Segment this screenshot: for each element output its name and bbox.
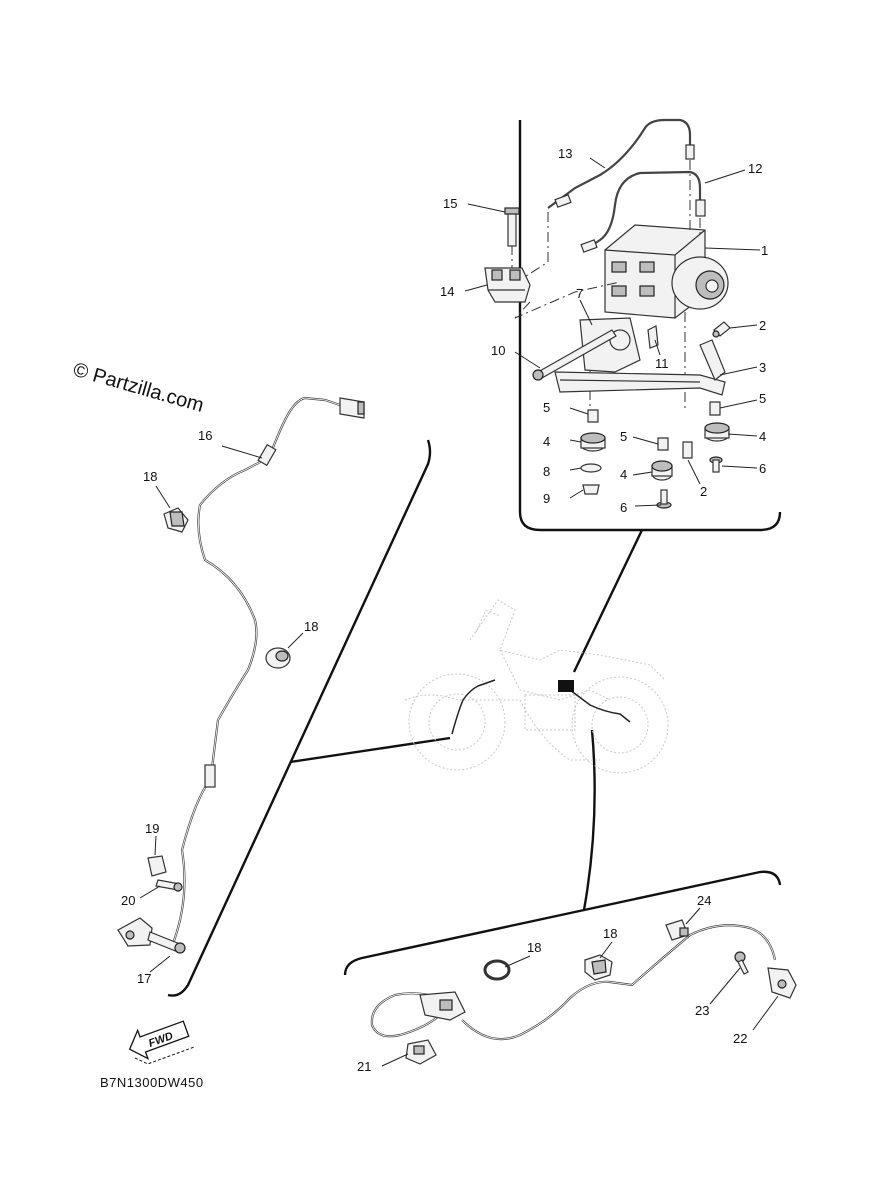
clamp-18-rear-left (483, 959, 511, 981)
callout-18: 18 (603, 926, 617, 941)
callout-9: 9 (543, 491, 550, 506)
pointer-line-rear (582, 729, 596, 911)
bolt-10 (532, 329, 617, 381)
callout-2: 2 (759, 318, 766, 333)
callout-22: 22 (733, 1031, 747, 1046)
clamp-18-front-upper (163, 507, 189, 533)
callout-11: 11 (655, 356, 669, 371)
callout-3: 3 (759, 360, 766, 375)
callout-18: 18 (304, 619, 318, 634)
bolt-2-upper (712, 321, 731, 338)
bracket-14 (484, 267, 531, 303)
collar-5-center (657, 437, 669, 451)
nut-9 (582, 484, 600, 495)
rear-wheel-sensor-22 (767, 967, 797, 999)
callout-2: 2 (700, 484, 707, 499)
callout-1: 1 (761, 243, 768, 258)
callout-labels: 1 2 3 5 4 6 5 4 8 9 5 4 6 2 7 11 10 12 1… (121, 146, 768, 1074)
pointer-line-front (289, 736, 451, 764)
damper-4-right (704, 422, 730, 442)
connector-24 (665, 919, 689, 941)
callout-8: 8 (543, 464, 550, 479)
brake-pipe-13 (547, 118, 692, 209)
callout-5: 5 (620, 429, 627, 444)
callout-14: 14 (440, 284, 454, 299)
callout-15: 15 (443, 196, 457, 211)
callout-20: 20 (121, 893, 135, 908)
damper-4-left (580, 432, 606, 452)
callout-10: 10 (491, 343, 505, 358)
bolt-6-right (709, 456, 723, 473)
callout-17: 17 (137, 971, 151, 986)
washer-8 (580, 463, 602, 473)
bolt-23 (734, 951, 749, 975)
callout-6: 6 (620, 500, 627, 515)
callout-4: 4 (620, 467, 627, 482)
brake-pipe-12 (587, 170, 702, 249)
front-sensor-panel-frame (167, 439, 432, 997)
callout-18: 18 (143, 469, 157, 484)
callout-5: 5 (759, 391, 766, 406)
pointer-line-abs (572, 529, 644, 673)
bolt-2-lower (682, 441, 693, 459)
collar-5-right (709, 401, 721, 416)
watermark: © Partzilla.com (71, 359, 207, 417)
damper-4-center (651, 460, 673, 481)
bracket-assembly-3 (554, 317, 726, 396)
fwd-arrow-icon: FWD (128, 1020, 195, 1065)
callout-5: 5 (543, 400, 550, 415)
callout-16: 16 (198, 428, 212, 443)
front-wheel-sensor-17 (117, 917, 186, 954)
bolt-15 (504, 207, 520, 247)
bolt-6-bottom (656, 489, 672, 509)
callout-18: 18 (527, 940, 541, 955)
callout-21: 21 (357, 1059, 371, 1074)
leader-lines (139, 157, 779, 1067)
callout-4: 4 (759, 429, 766, 444)
clamp-18-front-lower (265, 647, 291, 669)
callout-24: 24 (697, 893, 711, 908)
front-wheel-sensor-lead-16 (170, 396, 365, 947)
bracket-21 (405, 1039, 437, 1065)
callout-7: 7 (576, 286, 583, 301)
diagram-code: B7N1300DW450 (100, 1075, 204, 1090)
callout-13: 13 (558, 146, 572, 161)
hydraulic-unit-1 (604, 224, 729, 319)
collar-5-left (587, 409, 599, 423)
motorcycle-silhouette (404, 599, 669, 774)
callout-4: 4 (543, 434, 550, 449)
rear-wheel-sensor-lead (370, 924, 777, 1041)
clamp-18-rear-right (584, 954, 613, 981)
bracket-19 (147, 855, 167, 877)
callout-12: 12 (748, 161, 762, 176)
callout-23: 23 (695, 1003, 709, 1018)
abs-panel-frame (518, 120, 782, 532)
callout-6: 6 (759, 461, 766, 476)
rear-sensor-panel-frame (343, 870, 782, 976)
screw-20 (155, 879, 183, 892)
callout-19: 19 (145, 821, 159, 836)
